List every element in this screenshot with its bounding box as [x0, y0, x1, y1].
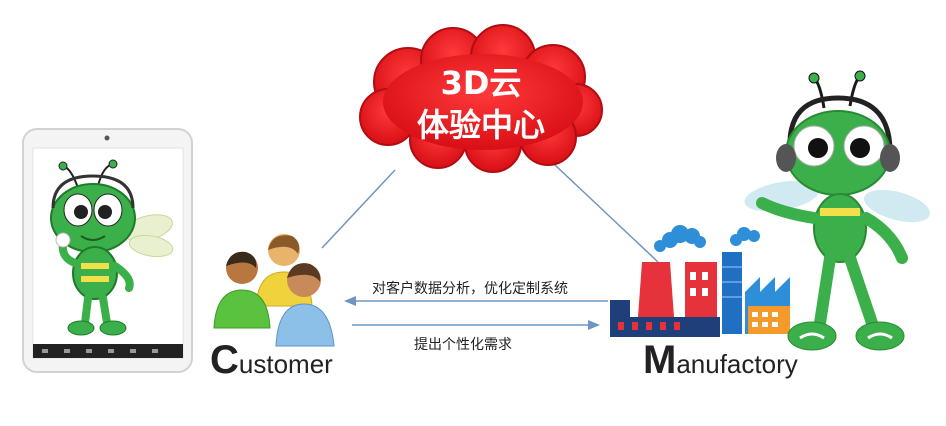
cloud-shape [359, 24, 603, 173]
factory-icon [610, 225, 790, 337]
customer-people-icon [213, 234, 335, 347]
plush-mascot [744, 70, 931, 351]
mascot-on-tablet [50, 159, 174, 336]
customer-label-cap: C [210, 338, 239, 382]
line-cloud-to-manufactory [554, 164, 659, 263]
customer-label-rest: ustomer [238, 349, 333, 379]
cloud-title-line2: 体验中心 [416, 106, 545, 144]
arrow-label-to-customer: 对客户数据分析，优化定制系统 [372, 281, 568, 297]
manufactory-label-cap: M [643, 338, 677, 382]
arrow-label-to-manufactory: 提出个性化需求 [414, 337, 512, 353]
cloud-title-line1: 3D云 [440, 64, 522, 102]
manufactory-label: Manufactory [643, 338, 798, 383]
tablet-device [22, 128, 193, 373]
line-cloud-to-customer [321, 169, 396, 249]
manufactory-label-rest: anufactory [676, 349, 798, 379]
customer-label: Customer [210, 338, 333, 383]
